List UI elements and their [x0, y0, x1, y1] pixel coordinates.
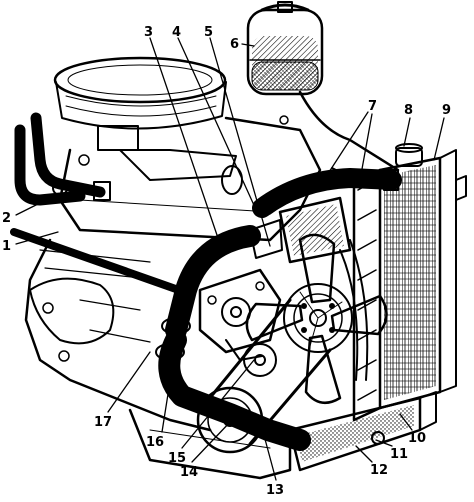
leader-5 [209, 37, 271, 247]
cooling-fan [245, 233, 388, 405]
leader-9 [433, 117, 445, 161]
leader-7a [319, 111, 369, 187]
leader-8 [403, 117, 411, 147]
leader-13 [261, 427, 277, 481]
leader-16 [161, 355, 175, 433]
callout-12: 12 [370, 463, 388, 478]
callout-8: 8 [404, 103, 413, 118]
callout-4: 4 [172, 25, 181, 40]
leader-7b [359, 113, 373, 181]
leader-15 [181, 359, 255, 449]
heater-hoses [10, 112, 194, 298]
callout-15: 15 [168, 451, 186, 466]
callout-11: 11 [390, 447, 408, 462]
callout-16: 16 [146, 435, 164, 450]
leader-6 [241, 43, 255, 47]
expansion-tank [246, 1, 400, 172]
leader-11 [375, 439, 393, 447]
callout-1: 1 [2, 239, 11, 254]
air-filter-cover [53, 56, 227, 104]
pump-inlet-hose [161, 225, 261, 341]
callout-17: 17 [94, 415, 112, 430]
leader-4 [177, 37, 259, 215]
oil-pan [128, 408, 292, 480]
leader-12 [355, 445, 373, 463]
callout-10: 10 [408, 431, 426, 446]
drain-plug [371, 431, 385, 445]
leader-1 [15, 231, 59, 245]
leader-10 [399, 413, 413, 431]
callout-7: 7 [368, 99, 377, 114]
radiator-cap [395, 147, 423, 167]
carburetor [97, 125, 139, 151]
callout-5: 5 [204, 25, 213, 40]
callout-9: 9 [442, 103, 451, 118]
callout-2: 2 [2, 211, 11, 226]
callout-3: 3 [144, 25, 153, 40]
callout-13: 13 [266, 483, 284, 498]
leader-14 [191, 419, 233, 463]
leader-2 [15, 197, 51, 216]
radiator-lower-tank [288, 391, 437, 472]
fan-shroud [339, 239, 369, 381]
leader-17 [107, 351, 151, 413]
callout-14: 14 [180, 465, 198, 480]
leader-3 [149, 37, 219, 239]
callout-6: 6 [230, 37, 239, 52]
callout-labels: 1 2 3 4 5 6 7 8 9 10 11 12 13 14 15 16 1… [2, 25, 451, 498]
fan-belt-pulleys [196, 298, 332, 454]
leader-lines [15, 37, 445, 481]
